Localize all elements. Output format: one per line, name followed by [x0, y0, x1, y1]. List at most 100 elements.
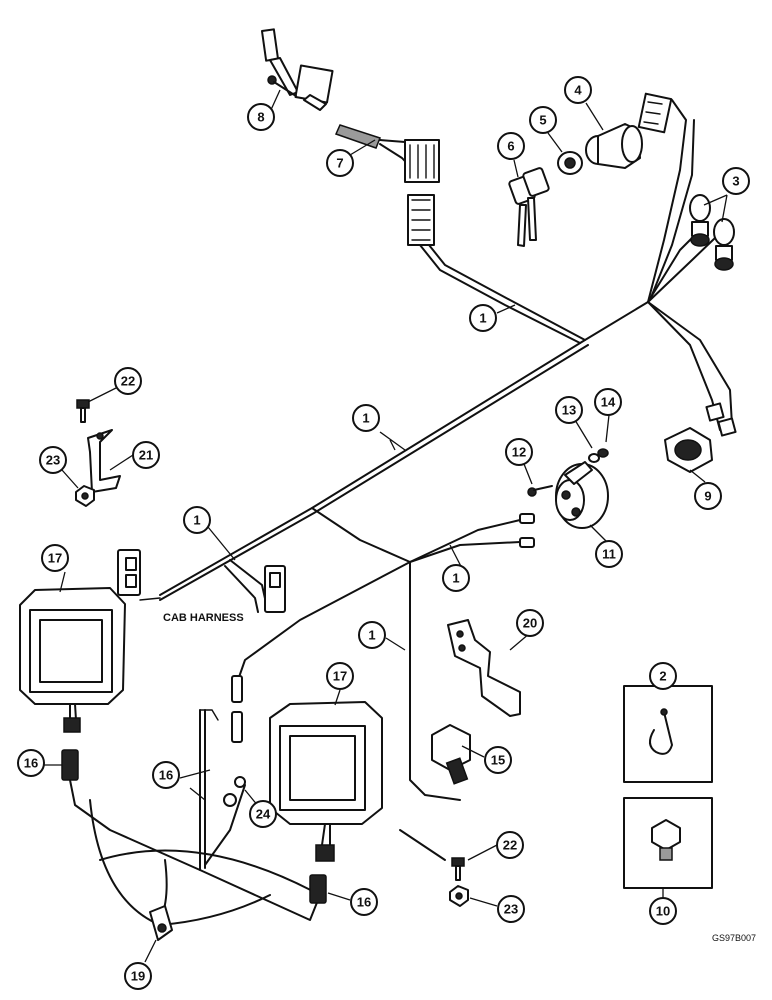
callouts: 1 1 1 1 1 2 3 4 5 6 7 8 9 10 11 12 13 14…: [17, 76, 750, 990]
callout-21: 21: [132, 441, 160, 469]
callout-22-lower: 22: [496, 831, 524, 859]
switch-nut: [557, 151, 583, 175]
indicator-bulbs: [689, 194, 735, 271]
main-harness: [139, 99, 733, 801]
svg-text:2: 2: [659, 669, 666, 684]
nut-14: [597, 448, 609, 458]
cab-harness-label: CAB HARNESS: [163, 612, 244, 624]
callout-17-lower: 17: [326, 662, 354, 690]
svg-text:15: 15: [491, 753, 505, 768]
washer-13: [588, 453, 600, 463]
work-lamp-lower: [269, 701, 383, 862]
callout-1-right: 1: [442, 564, 470, 592]
ring-terminal: [223, 776, 246, 807]
callout-16-right: 16: [350, 888, 378, 916]
callout-16-middle: 16: [152, 761, 180, 789]
svg-text:1: 1: [193, 513, 200, 528]
callout-2: 2: [649, 662, 677, 690]
svg-text:16: 16: [357, 895, 371, 910]
callout-11: 11: [595, 540, 623, 568]
callout-14: 14: [594, 388, 622, 416]
callout-12: 12: [505, 438, 533, 466]
svg-text:17: 17: [333, 669, 347, 684]
relay: [431, 724, 471, 785]
svg-text:9: 9: [704, 489, 711, 504]
svg-text:4: 4: [574, 83, 582, 98]
ignition-keys: [508, 167, 550, 247]
svg-text:5: 5: [539, 113, 546, 128]
nut-23-lower: [449, 885, 469, 907]
svg-text:1: 1: [452, 571, 459, 586]
callout-1-middle: 1: [352, 404, 380, 432]
relay-bracket: [447, 619, 521, 717]
nut-23-upper: [75, 485, 95, 507]
svg-text:1: 1: [479, 311, 486, 326]
callout-23-upper: 23: [39, 446, 67, 474]
svg-text:24: 24: [256, 807, 271, 822]
svg-text:19: 19: [131, 969, 145, 984]
svg-text:8: 8: [257, 110, 264, 125]
svg-text:12: 12: [512, 445, 526, 460]
callout-23-lower: 23: [497, 895, 525, 923]
turn-signal-switch: [260, 28, 440, 183]
callout-4: 4: [564, 76, 592, 104]
svg-text:14: 14: [601, 395, 616, 410]
horn-bolt: [527, 485, 553, 497]
mounting-bracket: [87, 429, 121, 493]
ignition-switch: [585, 92, 673, 169]
svg-text:11: 11: [602, 547, 616, 562]
harness-connector-upper: [407, 194, 435, 246]
bolt-22-upper: [76, 399, 90, 423]
svg-text:1: 1: [362, 411, 369, 426]
callout-6: 6: [497, 132, 525, 160]
inset-box-fitting: [623, 797, 713, 889]
cab-harness-connectors: [117, 549, 286, 613]
svg-text:22: 22: [503, 838, 517, 853]
svg-text:23: 23: [504, 902, 518, 917]
horn: [555, 461, 609, 529]
callout-8: 8: [247, 103, 275, 131]
svg-text:21: 21: [139, 448, 153, 463]
svg-text:13: 13: [562, 403, 576, 418]
callout-1-left: 1: [183, 506, 211, 534]
callout-16-left: 16: [17, 749, 45, 777]
callout-5: 5: [529, 106, 557, 134]
power-socket: [664, 402, 737, 473]
bolt-22-lower: [451, 857, 465, 881]
callout-1-upper: 1: [469, 304, 497, 332]
svg-text:7: 7: [336, 156, 343, 171]
svg-text:3: 3: [732, 174, 739, 189]
svg-text:20: 20: [523, 616, 537, 631]
callout-22-upper: 22: [114, 367, 142, 395]
inset-box-cable-tie: [623, 685, 713, 783]
callout-10: 10: [649, 897, 677, 925]
callout-19: 19: [124, 962, 152, 990]
lamp-connector-16c: [309, 874, 327, 904]
svg-text:16: 16: [24, 756, 38, 771]
lamp-terminals-16b: [231, 675, 243, 743]
work-lamp-upper: [19, 587, 126, 733]
svg-text:16: 16: [159, 768, 173, 783]
svg-text:23: 23: [46, 453, 60, 468]
screw-8: [267, 75, 297, 97]
svg-text:6: 6: [507, 139, 514, 154]
svg-text:10: 10: [656, 904, 670, 919]
horn-terminals: [519, 513, 535, 548]
harness-clamp: [149, 905, 173, 941]
callout-17-upper: 17: [41, 544, 69, 572]
leader-lines: [42, 89, 728, 963]
figure-id: GS97B007: [712, 933, 756, 943]
callout-24: 24: [249, 800, 277, 828]
svg-text:17: 17: [48, 551, 62, 566]
lamp-connector-16a: [61, 749, 79, 781]
callout-7: 7: [326, 149, 354, 177]
callout-3: 3: [722, 167, 750, 195]
callout-1-lower: 1: [358, 621, 386, 649]
callout-9: 9: [694, 482, 722, 510]
callout-20: 20: [516, 609, 544, 637]
callout-13: 13: [555, 396, 583, 424]
callout-15: 15: [484, 746, 512, 774]
svg-text:22: 22: [121, 374, 135, 389]
svg-text:1: 1: [368, 628, 375, 643]
